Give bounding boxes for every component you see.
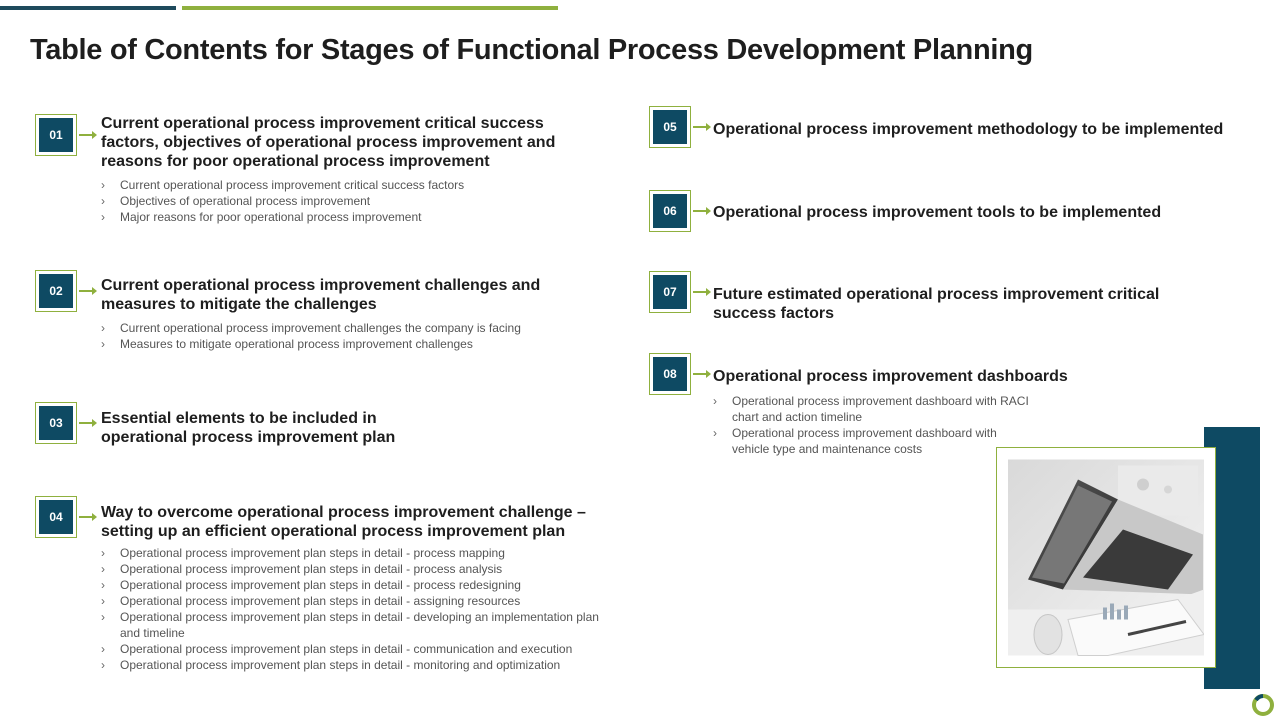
arrow-right-icon (693, 207, 711, 215)
item-heading: Essential elements to be included in ope… (101, 410, 396, 446)
item-number-badge: 04 (35, 496, 77, 538)
top-accent-bar-dark (0, 6, 176, 10)
item-number: 05 (653, 110, 687, 144)
arrow-right-icon (79, 513, 97, 521)
list-item: Operational process improvement dashboar… (713, 425, 1033, 457)
item-number: 08 (653, 357, 687, 391)
list-item: Current operational process improvement … (101, 177, 621, 193)
arrow-right-icon (79, 131, 97, 139)
item-bullet-list: Current operational process improvement … (101, 177, 621, 225)
item-heading: Current operational process improvement … (101, 115, 556, 170)
item-number: 01 (39, 118, 73, 152)
item-heading: Current operational process improvement … (101, 277, 541, 313)
list-item: Operational process improvement dashboar… (713, 393, 1033, 425)
item-number: 02 (39, 274, 73, 308)
list-item: Operational process improvement plan ste… (101, 577, 625, 593)
page-title: Table of Contents for Stages of Function… (30, 34, 1033, 66)
list-item: Operational process improvement plan ste… (101, 641, 625, 657)
item-bullet-list: Operational process improvement plan ste… (101, 545, 625, 673)
item-bullet-list: Operational process improvement dashboar… (713, 393, 1033, 457)
list-item: Current operational process improvement … (101, 320, 621, 336)
list-item: Operational process improvement plan ste… (101, 609, 621, 641)
item-number-badge: 08 (649, 353, 691, 395)
arrow-right-icon (693, 288, 711, 296)
item-number-badge: 06 (649, 190, 691, 232)
laptop-photo (1008, 459, 1205, 656)
item-number-badge: 02 (35, 270, 77, 312)
list-item: Operational process improvement plan ste… (101, 657, 625, 673)
list-item: Operational process improvement plan ste… (101, 545, 625, 561)
item-number-badge: 01 (35, 114, 77, 156)
item-heading: Operational process improvement dashboar… (713, 368, 1068, 385)
list-item: Major reasons for poor operational proce… (101, 209, 621, 225)
top-accent-bar-green (182, 6, 558, 10)
item-heading: Operational process improvement methodol… (713, 121, 1224, 138)
item-number-badge: 03 (35, 402, 77, 444)
laptop-photo-frame (996, 447, 1216, 668)
arrow-right-icon (79, 419, 97, 427)
item-number: 03 (39, 406, 73, 440)
item-number-badge: 07 (649, 271, 691, 313)
list-item: Operational process improvement plan ste… (101, 593, 625, 609)
item-number: 04 (39, 500, 73, 534)
list-item: Objectives of operational process improv… (101, 193, 621, 209)
item-heading: Future estimated operational process imp… (713, 286, 1160, 322)
list-item: Measures to mitigate operational process… (101, 336, 621, 352)
arrow-right-icon (79, 287, 97, 295)
arrow-right-icon (693, 123, 711, 131)
item-number: 07 (653, 275, 687, 309)
item-bullet-list: Current operational process improvement … (101, 320, 621, 352)
item-number: 06 (653, 194, 687, 228)
list-item: Operational process improvement plan ste… (101, 561, 625, 577)
arrow-right-icon (693, 370, 711, 378)
item-heading: Operational process improvement tools to… (713, 204, 1162, 221)
item-heading: Way to overcome operational process impr… (101, 504, 586, 540)
ring-logo-icon (1252, 694, 1274, 716)
item-number-badge: 05 (649, 106, 691, 148)
